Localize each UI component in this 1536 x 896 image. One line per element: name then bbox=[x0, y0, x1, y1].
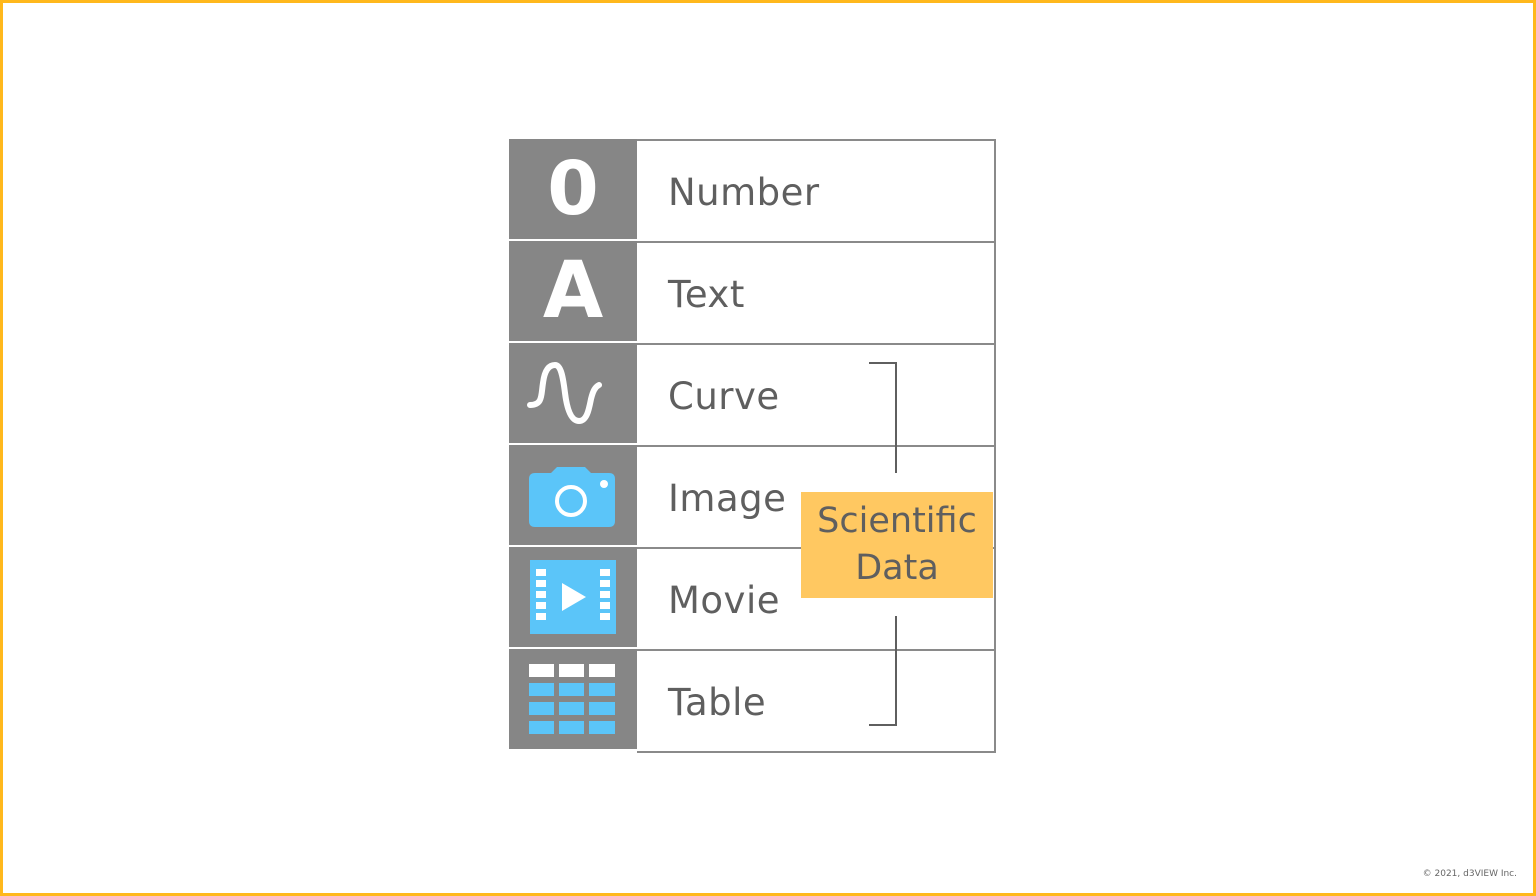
copyright-footer: © 2021, d3VIEW Inc. bbox=[1422, 869, 1517, 879]
bracket-bottom bbox=[869, 616, 897, 726]
image-icon-cell bbox=[509, 445, 637, 545]
row-text: A Text bbox=[509, 241, 996, 345]
row-label-table: Table bbox=[668, 681, 767, 724]
text-icon-cell: A bbox=[509, 241, 637, 341]
scientific-data-label: Scientific Data bbox=[801, 492, 993, 598]
row-curve: Curve bbox=[509, 343, 996, 447]
group-label-line2: Data bbox=[855, 548, 939, 588]
bracket-top bbox=[869, 362, 897, 473]
table-grid-icon bbox=[529, 664, 615, 734]
row-number: 0 Number bbox=[509, 139, 996, 243]
curve-wave-icon bbox=[527, 361, 602, 425]
movie-icon-cell bbox=[509, 547, 637, 647]
movie-film-play-icon bbox=[530, 560, 616, 634]
row-label-number: Number bbox=[668, 171, 820, 214]
group-label-line1: Scientific bbox=[817, 501, 977, 541]
row-label-text: Text bbox=[668, 273, 745, 316]
row-label-image: Image bbox=[668, 477, 787, 520]
camera-icon bbox=[529, 467, 615, 527]
curve-icon-cell bbox=[509, 343, 637, 443]
row-label-curve: Curve bbox=[668, 375, 780, 418]
row-table: Table bbox=[509, 649, 996, 753]
table-icon-cell bbox=[509, 649, 637, 749]
number-zero-icon: 0 bbox=[547, 146, 599, 232]
number-icon-cell: 0 bbox=[509, 139, 637, 239]
row-label-movie: Movie bbox=[668, 579, 781, 622]
letter-a-icon: A bbox=[542, 246, 604, 336]
